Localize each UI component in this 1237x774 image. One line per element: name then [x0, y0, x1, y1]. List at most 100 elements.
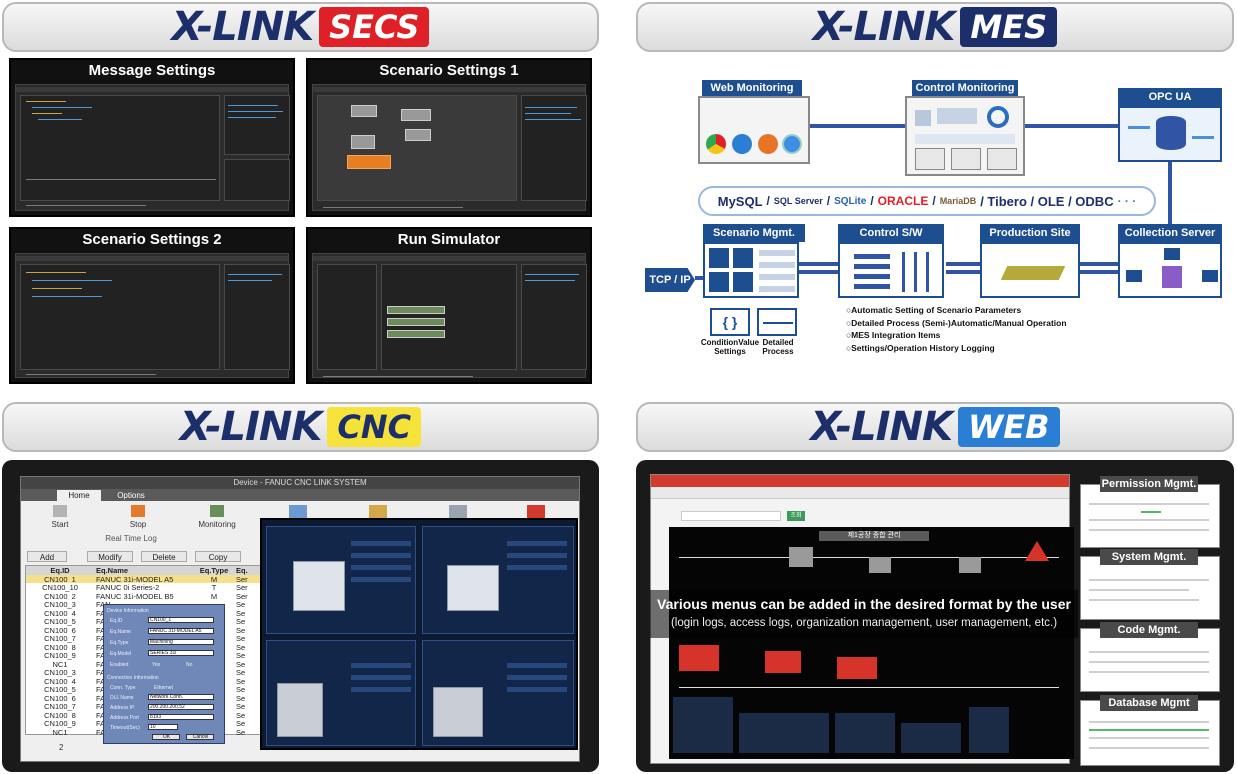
tcp-ip-arrow: TCP / IP	[645, 268, 695, 292]
mariadb-logo: MariaDB	[939, 196, 977, 206]
ide-window	[312, 84, 587, 211]
table-header: Eq.ID Eq.Name Eq.Type Eq.	[26, 566, 264, 575]
stop-button[interactable]: Stop	[121, 505, 155, 529]
column-header[interactable]: Eq.Name	[96, 566, 129, 575]
table-cell: CN100_5	[44, 685, 76, 694]
modify-button[interactable]: Modify	[87, 551, 133, 562]
dll-name-select[interactable]: Network Conn.	[148, 694, 214, 700]
monitor-icon	[210, 505, 224, 517]
web-search-input[interactable]	[681, 511, 781, 521]
scenario-mgmt-box	[703, 242, 799, 298]
data-table	[673, 697, 733, 753]
enabled-yes-radio[interactable]: Yes	[152, 662, 161, 668]
monitoring-button[interactable]: Monitoring	[197, 505, 237, 529]
cnc-tag: CNC	[327, 407, 422, 447]
sqlserver-logo: SQL Server	[773, 196, 823, 206]
dll-name-label: DLL Name	[110, 695, 134, 701]
table-cell: CN100_5	[44, 617, 76, 626]
column-header[interactable]: Eq.ID	[50, 566, 70, 575]
detailed-process-icon	[757, 308, 797, 336]
column-header[interactable]: Eq.	[236, 566, 248, 575]
secs-run-simulator-shot: Run Simulator	[306, 227, 592, 384]
opc-ua-label: OPC UA	[1118, 88, 1222, 106]
table-cell: Se	[236, 634, 246, 643]
eq-model-select[interactable]: SERIES 31i	[148, 650, 214, 656]
cnc-machine-image	[277, 683, 323, 737]
tab-options[interactable]: Options	[117, 491, 145, 500]
table-cell: FANUC 31i-MODEL A5	[96, 574, 174, 584]
enabled-no-radio[interactable]: No	[186, 662, 193, 668]
data-table	[835, 713, 895, 753]
more-databases: · · ·	[1117, 194, 1137, 208]
network-node-icon	[1162, 266, 1182, 288]
table-cell: CN100_3	[44, 668, 76, 677]
system-mgmt-screenshot	[1080, 556, 1220, 620]
machine-panel	[266, 640, 416, 746]
secs-brand: X-LINK	[171, 4, 315, 50]
table-cell: CN100_9	[44, 719, 76, 728]
ok-button[interactable]: OK	[152, 734, 180, 740]
alarm-indicator	[1025, 541, 1049, 561]
table-cell: Ser	[236, 583, 248, 592]
cancel-button[interactable]: Cancel	[186, 734, 214, 740]
table-cell: Se	[236, 727, 246, 737]
condition-value-icon: { }	[710, 308, 750, 336]
furnace	[679, 645, 719, 671]
table-cell: Se	[236, 617, 246, 626]
data-table	[969, 707, 1009, 753]
stop-icon	[131, 505, 145, 517]
web-tag: WEB	[958, 407, 1060, 447]
scenario-mgmt-label: Scenario Mgmt. S/W	[703, 224, 805, 257]
monitoring-label: Monitoring	[198, 520, 236, 529]
table-cell: NC1	[52, 659, 68, 669]
system-mgmt-label: System Mgmt.	[1100, 549, 1198, 565]
table-cell: Se	[236, 685, 246, 694]
web-top-bar	[651, 475, 1069, 487]
hopper	[959, 557, 981, 573]
web-search-button[interactable]: 조회	[787, 511, 805, 521]
pipe	[946, 262, 980, 266]
column-header[interactable]: Eq.Type	[199, 566, 229, 575]
feature-item: Detailed Process (Semi-)Automatic/Manual…	[846, 317, 1066, 330]
eq-name-label: Eq.Name	[110, 629, 131, 635]
database-mgmt-label: Database Mgmt	[1100, 695, 1198, 711]
table-cell: CN100_7	[44, 634, 76, 643]
table-cell: Ser	[236, 591, 248, 601]
table-cell: Se	[236, 702, 246, 711]
web-feature-caption: Various menus can be added in the desire…	[650, 590, 1078, 638]
eq-name-field[interactable]: FANUC 31i-MODEL A5	[148, 628, 214, 634]
port-field[interactable]: 8193	[148, 714, 214, 720]
machine-panel	[422, 640, 574, 746]
database-support-bar: MySQL / SQL Server / SQLite / ORACLE / M…	[698, 186, 1156, 216]
gauge-icon	[733, 248, 753, 268]
web-monitoring-label: Web Monitoring	[702, 80, 802, 96]
production-site-label: Production Site	[980, 224, 1080, 242]
start-label: Start	[51, 520, 69, 529]
table-cell: Se	[236, 625, 246, 635]
close-icon[interactable]	[527, 505, 545, 519]
delete-button[interactable]: Delete	[141, 551, 187, 562]
web-monitoring-monitor	[698, 96, 810, 164]
address-field[interactable]: 200.200.200.52	[148, 704, 214, 710]
timeout-field[interactable]: 10	[148, 724, 178, 730]
conn-type-label: Conn. Type	[110, 685, 136, 691]
cnc-machine-image	[447, 565, 499, 611]
eq-type-select[interactable]: Machining	[148, 639, 214, 645]
table-cell: CN100_4	[44, 608, 76, 618]
cnc-banner: X-LINK CNC	[2, 402, 599, 452]
add-button[interactable]: Add	[27, 551, 67, 562]
production-line-icon	[1000, 266, 1066, 280]
eq-id-field[interactable]: CN100_1	[148, 617, 214, 623]
start-button[interactable]: Start	[45, 505, 75, 529]
conn-type-radio[interactable]: Ethernet	[154, 685, 173, 691]
oracle-logo: ORACLE	[877, 194, 929, 208]
eq-model-label: Eq.Model	[110, 651, 132, 657]
tab-home[interactable]: Home	[57, 490, 101, 501]
table-cell: CN100_1	[44, 574, 76, 584]
copy-button[interactable]: Copy	[195, 551, 241, 562]
stop-label: Stop	[129, 520, 147, 529]
connection-information-header: Connection Information	[107, 675, 159, 681]
